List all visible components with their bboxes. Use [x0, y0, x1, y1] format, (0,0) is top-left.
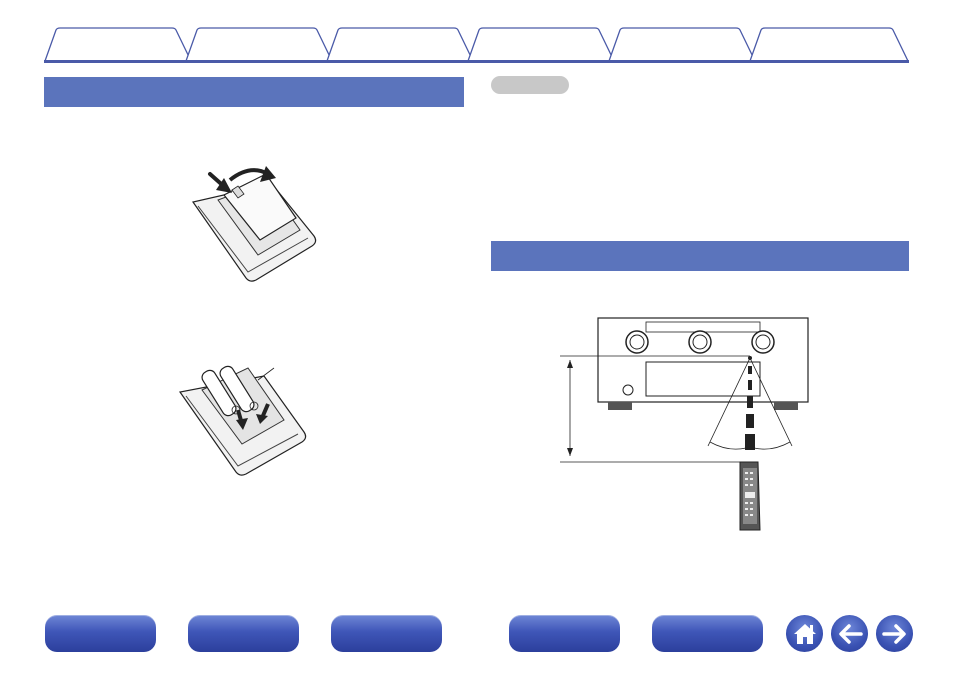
tab-3[interactable]	[326, 27, 474, 61]
forward-arrow-icon	[881, 623, 906, 644]
nav-button-5[interactable]	[652, 615, 763, 652]
tab-1[interactable]	[44, 27, 192, 61]
nav-button-2[interactable]	[188, 615, 299, 652]
remote-operating-range-illustration	[554, 316, 815, 536]
tab-5[interactable]	[608, 27, 756, 61]
right-section-header	[491, 241, 909, 271]
tab-2[interactable]	[185, 27, 333, 61]
nav-button-3[interactable]	[331, 615, 442, 652]
back-arrow-icon	[838, 623, 863, 644]
remote-battery-insert-illustration	[176, 360, 311, 480]
note-badge	[491, 76, 569, 94]
tab-underline	[44, 60, 909, 63]
home-icon	[793, 623, 816, 644]
back-button[interactable]	[831, 615, 868, 652]
remote-battery-cover-illustration	[188, 160, 323, 285]
tab-6[interactable]	[749, 27, 909, 61]
nav-button-1[interactable]	[45, 615, 156, 652]
forward-button[interactable]	[876, 615, 913, 652]
nav-button-4[interactable]	[509, 615, 620, 652]
left-section-header	[44, 77, 464, 107]
top-tab-bar	[0, 0, 954, 66]
home-button[interactable]	[786, 615, 823, 652]
tab-4[interactable]	[467, 27, 615, 61]
